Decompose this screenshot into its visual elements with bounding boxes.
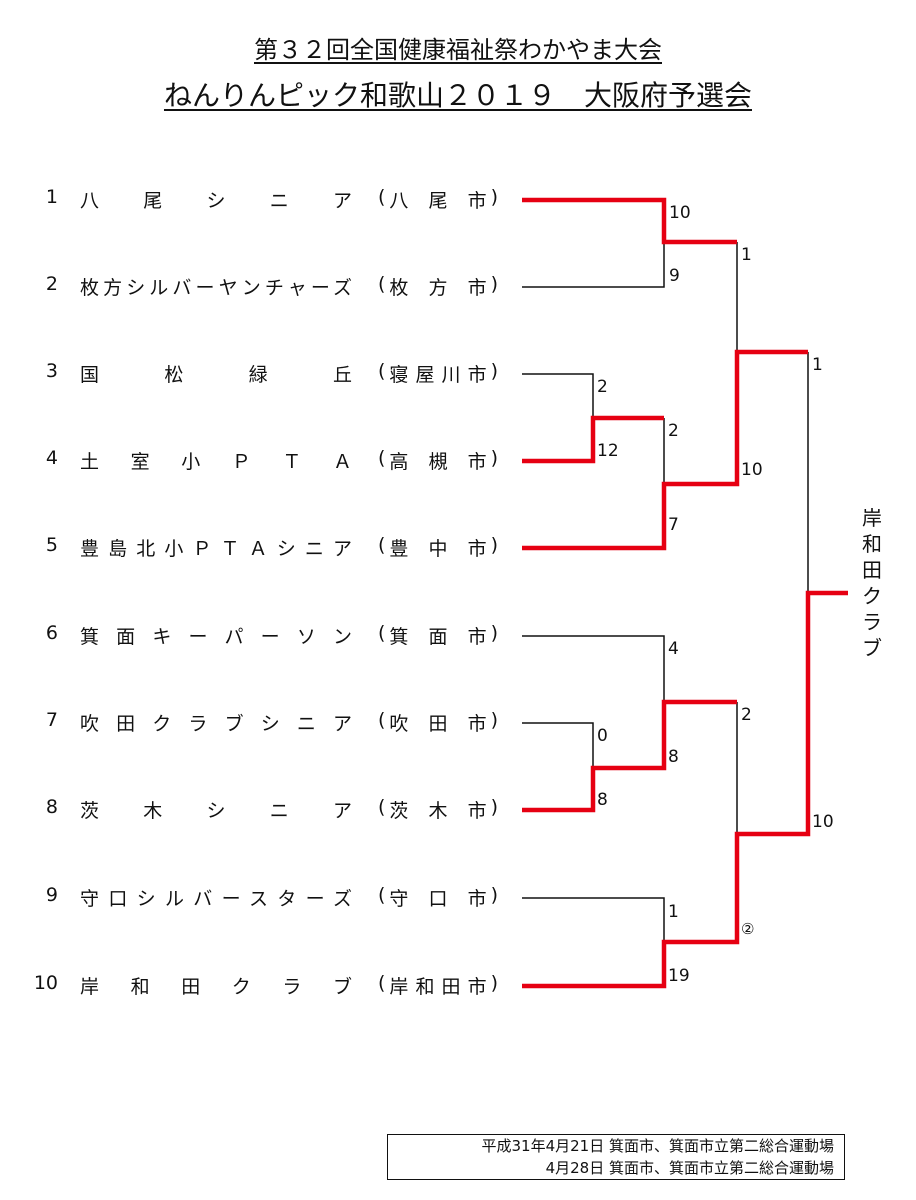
schedule-box: 平成31年4月21日 箕面市、箕面市立第二総合運動場 4月28日 箕面市、箕面市… [387,1134,845,1180]
score: ② [741,920,755,938]
team-name: 守口シルバースターズ [80,888,352,910]
team-number: 9 [45,884,58,906]
team-name: 豊島北小ＰＴＡシニア [80,538,352,560]
bracket-winner-lines [522,197,848,989]
score: 1 [741,245,752,265]
team-city: (守口市) [378,884,498,910]
score: 8 [668,747,679,767]
score: 0 [597,726,608,746]
team-number: 5 [45,534,58,556]
team-number: 8 [45,796,58,818]
score: 2 [741,705,752,725]
team-name: 国松緑丘 [80,364,352,386]
team-name: 岸和田クラブ [80,976,352,998]
team-name: 茨木シニア [80,800,352,822]
score: 1 [668,902,679,922]
team-number: 10 [33,972,58,994]
team-city: (高槻市) [378,447,498,473]
score: 9 [669,266,680,286]
team-city: (吹田市) [378,709,498,735]
team-number: 2 [45,273,58,295]
team-number: 7 [45,709,58,731]
score: 10 [741,460,763,480]
team-name: 吹田クラブシニア [80,713,352,735]
team-name: 枚方シルバーヤンチャーズ [80,277,352,299]
score: 12 [597,441,619,461]
schedule-line-1: 平成31年4月21日 箕面市、箕面市立第二総合運動場 [481,1137,835,1155]
schedule-line-2: 4月28日 箕面市、箕面市立第二総合運動場 [545,1159,834,1177]
team-city: (箕面市) [378,622,498,648]
team-number: 6 [45,622,58,644]
team-name: 八尾シニア [80,190,352,212]
score: 2 [668,421,679,441]
score: 10 [669,203,691,223]
team-number: 4 [45,447,58,469]
team-city: (岸和田市) [378,972,498,998]
bracket-black-lines [522,242,809,942]
score: 1 [812,355,823,375]
team-city: (寝屋川市) [378,360,498,386]
team-city: (八尾市) [378,186,498,212]
score: 7 [668,515,679,535]
tournament-title: 第３２回全国健康福祉祭わかやま大会 [254,36,662,64]
champion-name: 岸和田クラブ [862,506,882,660]
team-city: (枚方市) [378,273,498,299]
score: 8 [597,790,608,810]
tournament-subtitle: ねんりんピック和歌山２０１９ 大阪府予選会 [163,79,752,112]
team-city: (茨木市) [378,796,498,822]
score: 19 [668,966,690,986]
team-number: 3 [45,360,58,382]
score: 10 [812,812,834,832]
score: 4 [668,639,679,659]
team-city: (豊中市) [378,534,498,560]
score: 2 [597,377,608,397]
team-number: 1 [45,186,58,208]
team-name: 箕面キーパーソン [80,626,352,648]
team-name: 土室小ＰＴＡ [80,451,352,473]
